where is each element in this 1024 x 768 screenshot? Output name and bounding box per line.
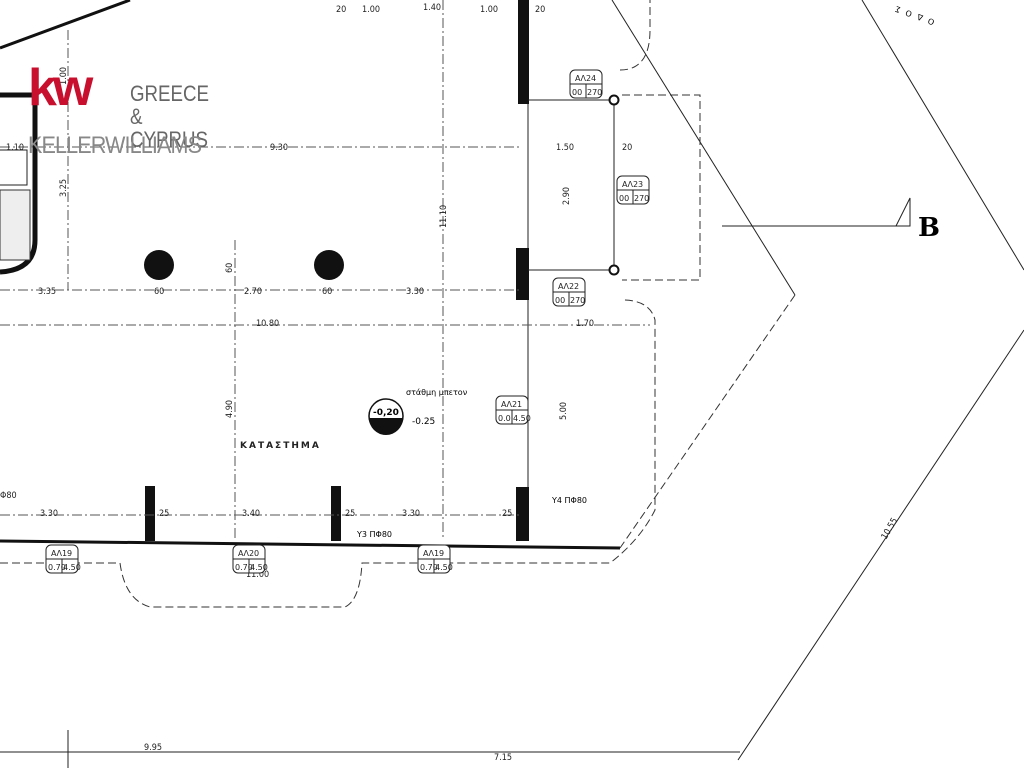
dim-label: 2.90 <box>562 187 572 205</box>
opening-tag-text: ΑΛ23 <box>622 180 643 189</box>
dim-label: 4.90 <box>225 400 235 418</box>
dim-label: 10.55 <box>880 516 900 541</box>
logo-line2: CYPRUS <box>130 127 208 152</box>
opening-tag-text: 0.0 <box>498 414 511 423</box>
opening-tag-text: ΑΛ24 <box>575 74 596 83</box>
dim-label: 20 <box>622 143 632 153</box>
dim-label: 1.50 <box>556 143 574 153</box>
opening-tag-text: 00 <box>555 296 565 305</box>
dim-label: 5.00 <box>559 402 569 420</box>
dim-label: Φ80 <box>0 491 17 501</box>
logo-region: GREECE &CYPRUS <box>130 82 222 151</box>
section-marker: B <box>918 213 940 243</box>
logo-line1: GREECE & <box>130 81 209 129</box>
dim-label: 25 <box>345 509 355 519</box>
dim-label: 1.40 <box>423 3 441 13</box>
opening-tag: ΑΛ24 00 270 <box>569 69 603 99</box>
dim-label: 9.30 <box>270 143 288 153</box>
dim-label: 20 <box>336 5 346 15</box>
opening-tag: ΑΛ23 00 270 <box>616 175 650 205</box>
dim-label: 20 <box>535 5 545 15</box>
opening-tag-text: 4.50 <box>250 563 268 572</box>
dim-label: 60 <box>154 287 164 297</box>
opening-tag-text: 0.70 <box>420 563 438 572</box>
opening-tag-text: 0.70 <box>235 563 253 572</box>
opening-tag-text: 00 <box>619 194 629 203</box>
opening-tag-text: ΑΛ21 <box>501 400 522 409</box>
opening-tag-text: ΑΛ22 <box>558 282 579 291</box>
dim-label: 1.10 <box>6 143 24 153</box>
opening-tag-text: 4.50 <box>63 563 81 572</box>
level-symbol: -0,20 <box>373 408 399 418</box>
dim-label: 11.00 <box>246 570 269 580</box>
dim-label: 1.00 <box>362 5 380 15</box>
logo-mark: kw <box>28 59 93 117</box>
opening-tag-text: 4.50 <box>435 563 453 572</box>
opening-tag-text: 270 <box>587 88 602 97</box>
opening-tag: ΑΛ19 0.704.50 <box>45 544 81 574</box>
dim-label: 10.80 <box>256 319 279 329</box>
dim-label: 25 <box>502 509 512 519</box>
dim-label: 3.30 <box>406 287 424 297</box>
opening-tag-text: 270 <box>570 296 585 305</box>
opening-tag-text: 0.70 <box>48 563 66 572</box>
dim-label: 3.30 <box>40 509 58 519</box>
opening-tag-text: ΑΛ19 <box>423 549 444 558</box>
opening-tag: ΑΛ22 00 270 <box>552 277 586 307</box>
level-label: στάθμη μπετον <box>406 388 468 397</box>
opening-tag: ΑΛ20 0.704.50 <box>232 544 268 574</box>
opening-tag-text: ΑΛ20 <box>238 549 259 558</box>
logo-brand: KELLERWILLIAMS <box>28 132 202 159</box>
dim-label: 60 <box>225 263 235 273</box>
dim-label: 60 <box>322 287 332 297</box>
dim-label: 3.40 <box>242 509 260 519</box>
street-name: ΟΔΟΣ <box>888 2 935 27</box>
dimensions: 20 1.00 1.40 1.00 20 1.00 1.10 9.30 3.25… <box>0 3 900 763</box>
opening-tag: ΑΛ19 0.704.50 <box>417 544 453 574</box>
dim-label: 9.95 <box>144 743 162 753</box>
column-label: Υ4 ΠΦ80 <box>551 496 587 505</box>
column-label: Υ3 ΠΦ80 <box>356 530 392 539</box>
dim-label: 2.70 <box>244 287 262 297</box>
dim-label: 3.30 <box>402 509 420 519</box>
dim-label: 1.70 <box>576 319 594 329</box>
dim-label: 3.25 <box>59 179 69 197</box>
opening-tag-text: 4.50 <box>513 414 531 423</box>
dim-label: 1.00 <box>480 5 498 15</box>
opening-tag-text: 270 <box>634 194 649 203</box>
walls <box>0 0 740 768</box>
level-value: -0.25 <box>412 417 435 427</box>
keller-williams-logo: kw GREECE &CYPRUS KELLERWILLIAMS <box>28 62 238 162</box>
dim-label: 3.35 <box>38 287 56 297</box>
column-circle <box>314 250 344 280</box>
dim-label: 1.00 <box>59 67 69 85</box>
level-marker: -0,20 στάθμη μπετον -0.25 <box>368 388 468 435</box>
dim-label: 11.10 <box>439 205 449 228</box>
opening-tag-text: 00 <box>572 88 582 97</box>
opening-tag-text: ΑΛ19 <box>51 549 72 558</box>
dim-label: 25 <box>159 509 169 519</box>
column-circle <box>144 250 174 280</box>
room-name: ΚΑΤΑΣΤΗΜΑ <box>240 441 321 451</box>
dim-label: 7.15 <box>494 753 512 763</box>
